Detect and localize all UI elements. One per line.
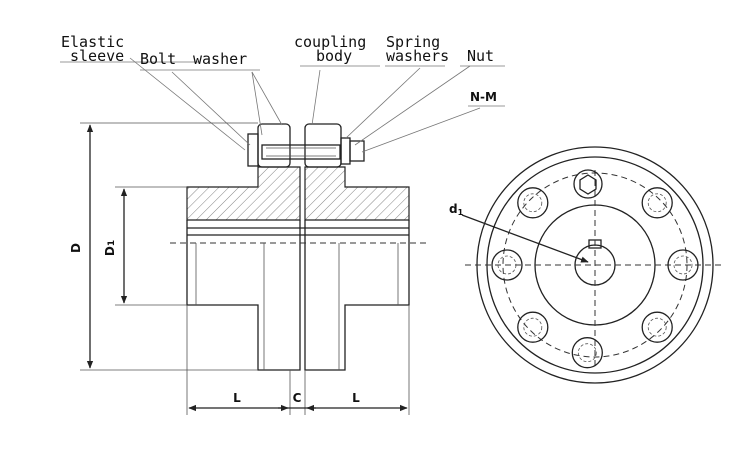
dim-label-L-left: L bbox=[233, 391, 241, 405]
dim-label-d1: d1 bbox=[449, 202, 464, 217]
bolt-hole bbox=[517, 311, 549, 343]
bolt-hole bbox=[641, 311, 673, 343]
bolt-hole-inner bbox=[647, 317, 667, 337]
dim-label-C: C bbox=[293, 391, 302, 405]
bolt-hole bbox=[667, 249, 699, 281]
label-spring-washers-2: washers bbox=[386, 47, 449, 65]
bolt-hole-inner bbox=[673, 255, 693, 275]
right-flange-section bbox=[304, 166, 410, 221]
bolt-hole bbox=[491, 249, 523, 281]
label-elastic-sleeve-2: sleeve bbox=[70, 47, 124, 65]
bolt-assembly bbox=[247, 123, 365, 168]
side-view: Elastic sleeve Bolt washer coupling body… bbox=[60, 33, 505, 415]
label-coupling-body-2: body bbox=[316, 47, 352, 65]
bolt-hole bbox=[641, 187, 673, 219]
bolt-holes bbox=[491, 187, 699, 369]
bolt-hole-inner bbox=[647, 193, 667, 213]
label-washer: washer bbox=[193, 50, 247, 68]
dim-label-L-right: L bbox=[352, 391, 360, 405]
bolt-hole-inner bbox=[523, 193, 543, 213]
label-bolt: Bolt bbox=[140, 50, 176, 68]
label-section-mark: N-M bbox=[470, 90, 497, 104]
end-view: d1 bbox=[449, 146, 725, 384]
bolt-hole bbox=[571, 337, 603, 369]
set-screw-icon bbox=[573, 169, 603, 199]
label-nut: Nut bbox=[467, 47, 494, 65]
left-flange-section bbox=[186, 166, 301, 221]
right-hub-body bbox=[304, 220, 410, 371]
label-elastic-sleeve-1: Elastic bbox=[61, 33, 124, 51]
label-coupling-body-1: coupling bbox=[294, 33, 366, 51]
left-hub-body bbox=[186, 220, 301, 371]
bolt-hole-inner bbox=[523, 317, 543, 337]
dim-label-D: D bbox=[69, 243, 83, 253]
dim-d1-leader bbox=[461, 214, 589, 263]
bolt-hole-inner bbox=[577, 343, 597, 363]
leader-lines bbox=[60, 57, 505, 153]
dim-label-D1: D1 bbox=[103, 240, 117, 256]
bolt-hole-inner bbox=[497, 255, 517, 275]
bolt-hole bbox=[517, 187, 549, 219]
label-spring-washers-1: Spring bbox=[386, 33, 440, 51]
